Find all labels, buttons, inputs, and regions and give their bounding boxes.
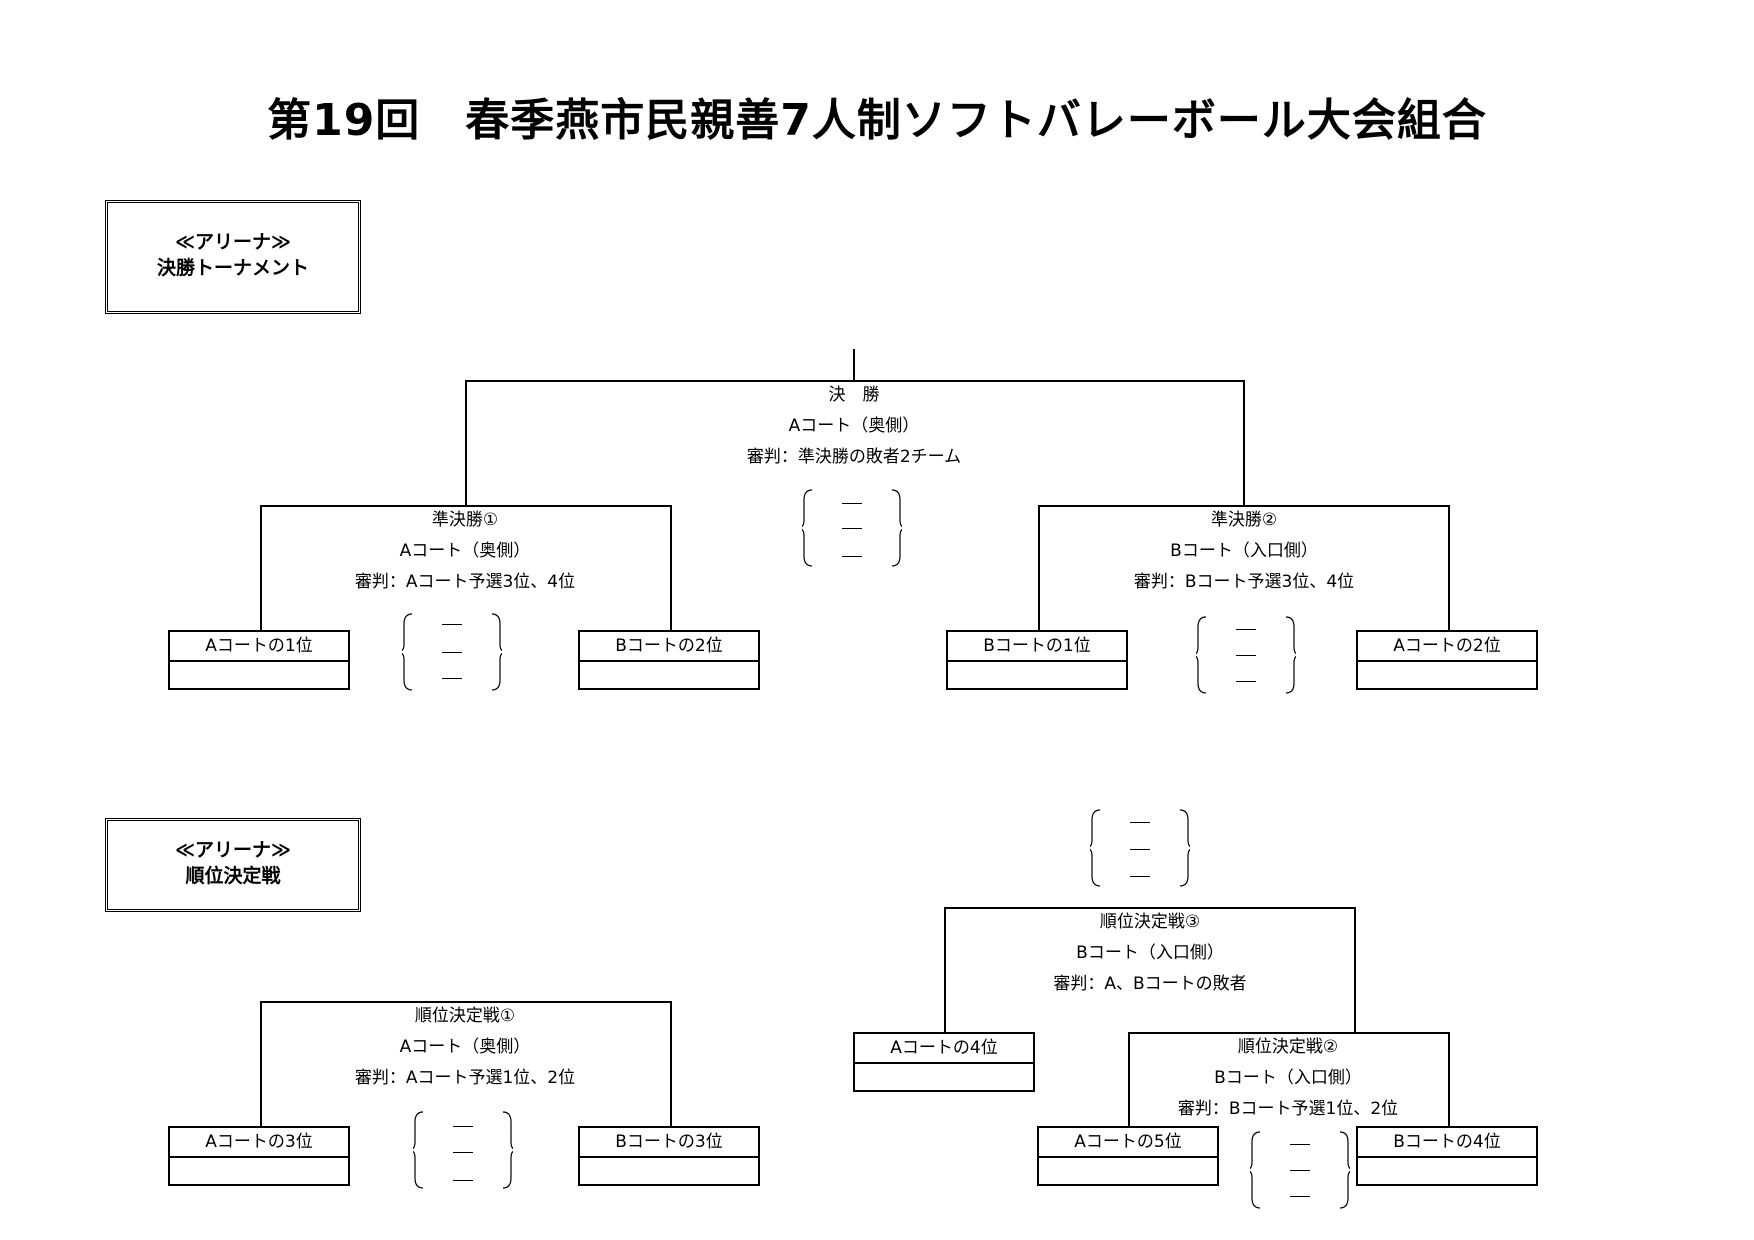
- team-slot: [1358, 1158, 1536, 1186]
- team-slot: [855, 1064, 1033, 1092]
- team-slot: [580, 1158, 758, 1186]
- match-place3-label: 順位決定戦③ Bコート（入口側） 審判：A、Bコートの敗者: [1000, 907, 1300, 1000]
- bracket-line: [1128, 1032, 1130, 1128]
- bracket-line: [1038, 505, 1040, 631]
- team-name: Aコートの5位: [1039, 1128, 1217, 1158]
- section-final-line1: ≪アリーナ≫: [175, 231, 291, 253]
- score-bracket-place3: [1090, 808, 1190, 888]
- team-name: Bコートの3位: [580, 1128, 758, 1158]
- bracket-line: [465, 380, 467, 506]
- brace-icon: [1250, 1131, 1350, 1209]
- match-final-court: Aコート（奥側）: [788, 416, 920, 436]
- team-name: Aコートの2位: [1358, 632, 1536, 662]
- team-slot: [170, 1158, 348, 1186]
- bracket-line: [1243, 380, 1245, 506]
- match-final-label: 決 勝 Aコート（奥側） 審判：準決勝の敗者2チーム: [704, 380, 1004, 473]
- team-box: Aコートの4位: [853, 1032, 1035, 1092]
- bracket-line: [260, 505, 672, 507]
- team-name: Aコートの1位: [170, 632, 348, 662]
- match-final-referee: 審判：準決勝の敗者2チーム: [746, 447, 962, 467]
- match-semi1-court: Aコート（奥側）: [399, 541, 531, 561]
- team-box: Aコートの1位: [168, 630, 350, 690]
- brace-icon: [1196, 616, 1296, 694]
- team-slot: [1358, 662, 1536, 690]
- team-name: Bコートの4位: [1358, 1128, 1536, 1158]
- match-place1-label: 順位決定戦① Aコート（奥側） 審判：Aコート予選1位、2位: [315, 1001, 615, 1094]
- section-placement: ≪アリーナ≫ 順位決定戦: [105, 818, 361, 912]
- bracket-line: [670, 1001, 672, 1127]
- bracket-line: [944, 907, 1356, 909]
- team-box: Bコートの1位: [946, 630, 1128, 690]
- match-semi2-court: Bコート（入口側）: [1170, 541, 1318, 561]
- bracket-line: [465, 380, 1245, 382]
- team-slot: [580, 662, 758, 690]
- page-title: 第19回 春季燕市民親善7人制ソフトバレーボール大会組合: [267, 95, 1487, 146]
- match-place2-label: 順位決定戦② Bコート（入口側） 審判：Bコート予選1位、2位: [1138, 1032, 1438, 1125]
- team-box: Bコートの4位: [1356, 1126, 1538, 1186]
- bracket-line: [853, 349, 855, 381]
- match-semi1-referee: 審判：Aコート予選3位、4位: [354, 572, 576, 592]
- bracket-line: [1128, 1032, 1450, 1034]
- team-slot: [948, 662, 1126, 690]
- match-semi1-name: 準決勝①: [431, 510, 499, 530]
- team-name: Aコートの3位: [170, 1128, 348, 1158]
- match-semi1-label: 準決勝① Aコート（奥側） 審判：Aコート予選3位、4位: [315, 505, 615, 598]
- bracket-line: [1038, 505, 1450, 507]
- bracket-line: [670, 505, 672, 631]
- team-name: Bコートの1位: [948, 632, 1126, 662]
- match-semi2-name: 準決勝②: [1210, 510, 1278, 530]
- bracket-line: [1354, 907, 1356, 1033]
- team-box: Aコートの2位: [1356, 630, 1538, 690]
- bracket-line: [1448, 505, 1450, 631]
- bracket-line: [1448, 1032, 1450, 1128]
- match-place2-referee: 審判：Bコート予選1位、2位: [1177, 1099, 1399, 1119]
- team-name: Bコートの2位: [580, 632, 758, 662]
- match-place1-referee: 審判：Aコート予選1位、2位: [354, 1068, 576, 1088]
- section-placement-line1: ≪アリーナ≫: [175, 839, 291, 861]
- team-slot: [1039, 1158, 1217, 1186]
- bracket-line: [260, 505, 262, 631]
- score-bracket-place2: [1250, 1130, 1350, 1210]
- bracket-line: [260, 1001, 262, 1127]
- brace-icon: [802, 489, 902, 567]
- score-bracket-semi2: [1196, 615, 1296, 695]
- match-final-name: 決 勝: [828, 385, 880, 405]
- brace-icon: [413, 1111, 513, 1189]
- section-final-tournament: ≪アリーナ≫ 決勝トーナメント: [105, 200, 361, 314]
- score-bracket-place1: [413, 1110, 513, 1190]
- section-final-line2: 決勝トーナメント: [156, 257, 309, 279]
- score-bracket-final: [802, 488, 902, 568]
- match-place2-name: 順位決定戦②: [1237, 1037, 1339, 1057]
- bracket-line: [944, 907, 946, 1033]
- section-placement-line2: 順位決定戦: [185, 865, 281, 887]
- team-box: Bコートの2位: [578, 630, 760, 690]
- score-bracket-semi1: [402, 612, 502, 692]
- match-semi2-referee: 審判：Bコート予選3位、4位: [1133, 572, 1355, 592]
- match-place1-court: Aコート（奥側）: [399, 1037, 531, 1057]
- match-place2-court: Bコート（入口側）: [1214, 1068, 1362, 1088]
- team-slot: [170, 662, 348, 690]
- team-box: Aコートの3位: [168, 1126, 350, 1186]
- team-name: Aコートの4位: [855, 1034, 1033, 1064]
- team-box: Bコートの3位: [578, 1126, 760, 1186]
- match-place3-court: Bコート（入口側）: [1076, 943, 1224, 963]
- brace-icon: [402, 613, 502, 691]
- match-place3-referee: 審判：A、Bコートの敗者: [1053, 974, 1247, 994]
- match-place3-name: 順位決定戦③: [1099, 912, 1201, 932]
- brace-icon: [1090, 809, 1190, 887]
- bracket-line: [260, 1001, 672, 1003]
- match-place1-name: 順位決定戦①: [414, 1006, 516, 1026]
- match-semi2-label: 準決勝② Bコート（入口側） 審判：Bコート予選3位、4位: [1094, 505, 1394, 598]
- team-box: Aコートの5位: [1037, 1126, 1219, 1186]
